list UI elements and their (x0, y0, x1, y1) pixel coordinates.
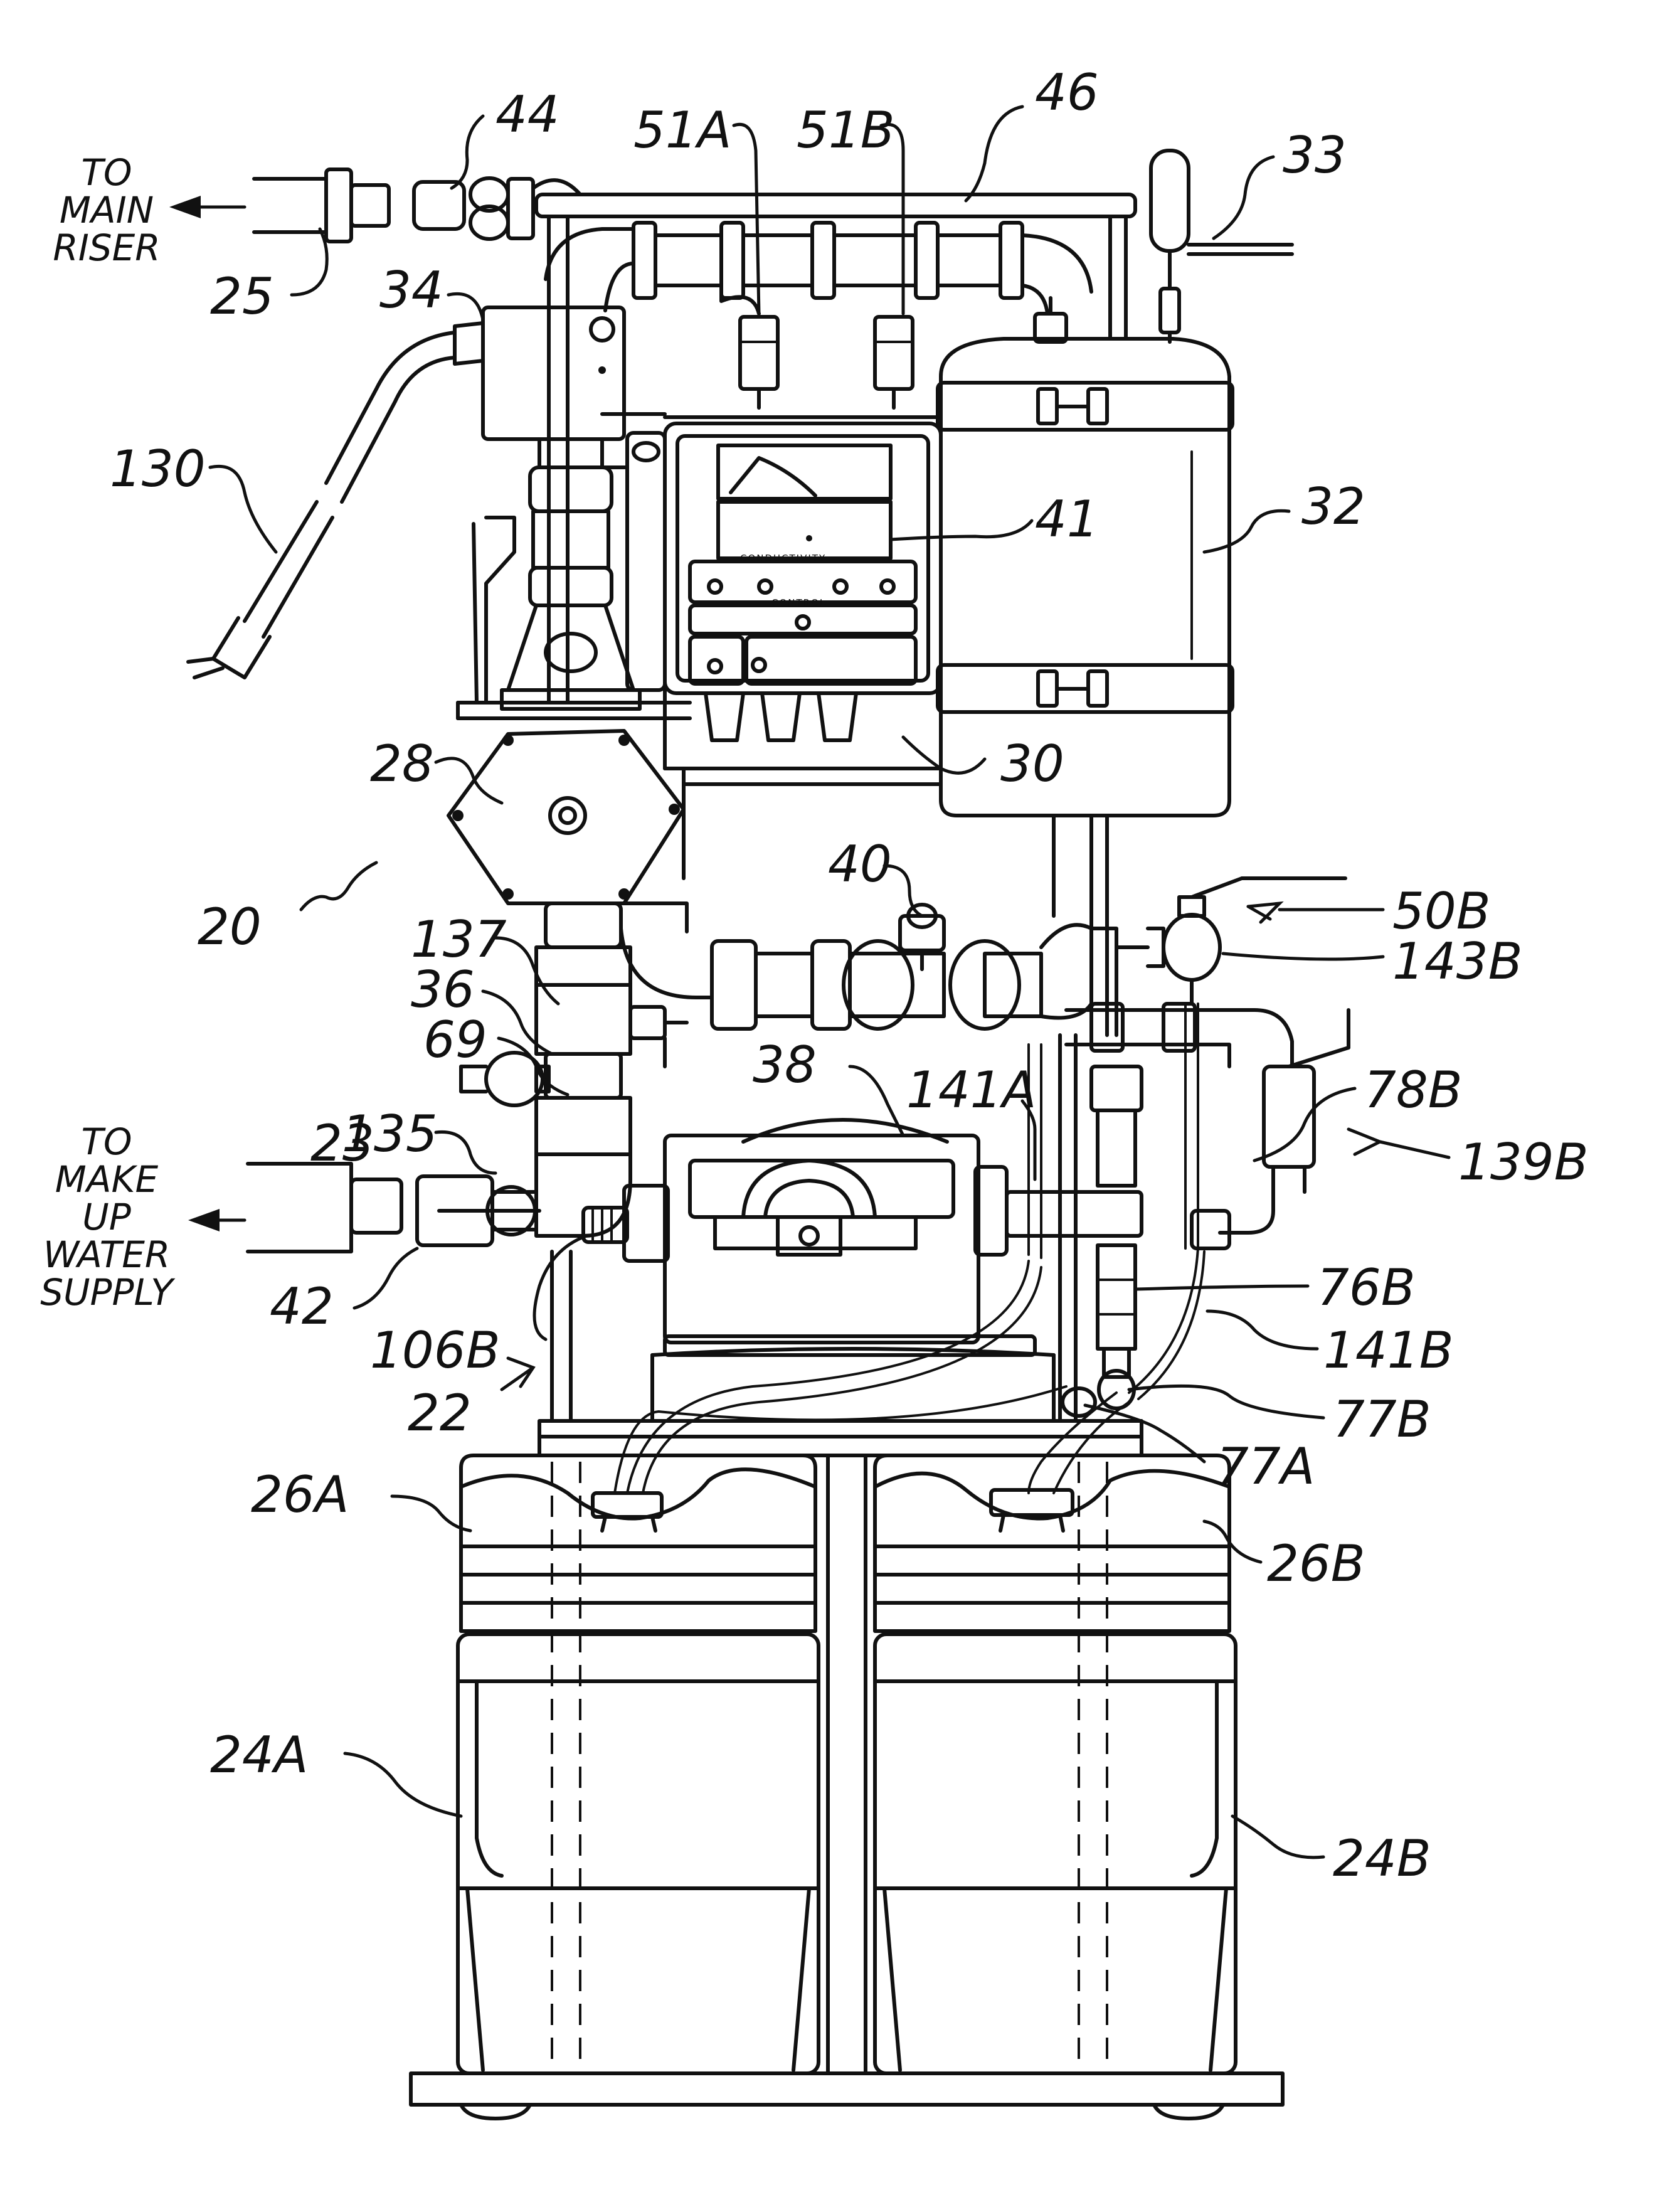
label-26a: 26A (251, 1465, 349, 1524)
label-51a: 51A (633, 101, 732, 159)
label-32: 32 (1301, 477, 1365, 536)
horizontal-pipe-40 (621, 903, 1116, 1035)
label-106b: 106B (370, 1321, 501, 1380)
label-34: 34 (379, 261, 443, 319)
tank-32 (938, 298, 1232, 816)
note-make-up-line-5: SUPPLY (40, 1271, 176, 1314)
label-130: 130 (110, 440, 206, 498)
note-main-riser-line-1: TO (81, 151, 132, 194)
panel-conductivity-text: CONDUCTIVITY (740, 553, 826, 564)
bracket-left (474, 518, 514, 703)
label-26b: 26B (1267, 1534, 1365, 1593)
tank-26b (875, 1455, 1229, 1631)
note-to-main-riser: TO MAIN RISER (53, 151, 160, 269)
label-46: 46 (1035, 63, 1099, 122)
gauge-33 (1151, 151, 1292, 342)
pump-38 (624, 1120, 1142, 1343)
tank-32-outlet (1054, 816, 1091, 916)
label-77b: 77B (1333, 1390, 1431, 1449)
valve-50b (1116, 878, 1345, 1004)
drum-24b (875, 1634, 1236, 2073)
label-28: 28 (370, 735, 434, 793)
drum-24a (458, 1634, 819, 2073)
panel-control-text: CONTROL (771, 597, 826, 609)
label-51b: 51B (797, 101, 895, 159)
label-22: 22 (408, 1384, 472, 1442)
label-143b: 143B (1392, 932, 1523, 991)
valve-42 (417, 1176, 539, 1245)
label-23: 23 (310, 1114, 374, 1172)
label-44: 44 (495, 85, 559, 144)
note-to-make-up-water-supply: TO MAKE UP WATER SUPPLY (40, 1120, 176, 1314)
note-main-riser-line-3: RISER (53, 226, 160, 269)
controller-glands-30 (706, 693, 856, 740)
label-30: 30 (1000, 735, 1064, 793)
outlet-44 (254, 169, 580, 242)
label-33: 33 (1283, 126, 1347, 184)
controller-41: CONDUCTIVITY CONTROL (665, 423, 941, 693)
manifold-46 (536, 194, 1135, 408)
label-24b: 24B (1333, 1829, 1431, 1888)
label-42: 42 (270, 1277, 334, 1336)
center-post (828, 1455, 866, 2073)
power-cord-130 (188, 332, 455, 678)
note-make-up-line-1: TO (81, 1120, 132, 1163)
label-69: 69 (423, 1011, 487, 1069)
base-plate (411, 2073, 1283, 2119)
pump-28 (448, 731, 684, 903)
piping-139b (1066, 1004, 1349, 1248)
note-main-riser-line-2: MAIN (60, 189, 154, 231)
label-78b: 78B (1364, 1061, 1463, 1119)
label-40: 40 (828, 835, 892, 893)
motor-22 (652, 1336, 1054, 1421)
label-141b: 141B (1323, 1321, 1454, 1380)
flow-switch-stack (502, 433, 665, 709)
tank-26a (461, 1455, 815, 1631)
label-25: 25 (210, 267, 274, 326)
junction-box-34 (455, 307, 624, 439)
label-24a: 24A (210, 1726, 309, 1784)
label-77a: 77A (1217, 1437, 1315, 1496)
label-139b: 139B (1458, 1133, 1589, 1191)
arrows (169, 196, 245, 1231)
note-make-up-line-3: UP (82, 1196, 130, 1238)
note-make-up-line-2: MAKE (55, 1158, 159, 1201)
label-20: 20 (198, 898, 262, 956)
label-38: 38 (753, 1036, 817, 1094)
label-41: 41 (1035, 490, 1099, 548)
label-76b: 76B (1317, 1258, 1416, 1317)
connector-23 (248, 1164, 401, 1252)
note-make-up-line-4: WATER (43, 1233, 170, 1276)
label-141a: 141A (906, 1061, 1036, 1119)
